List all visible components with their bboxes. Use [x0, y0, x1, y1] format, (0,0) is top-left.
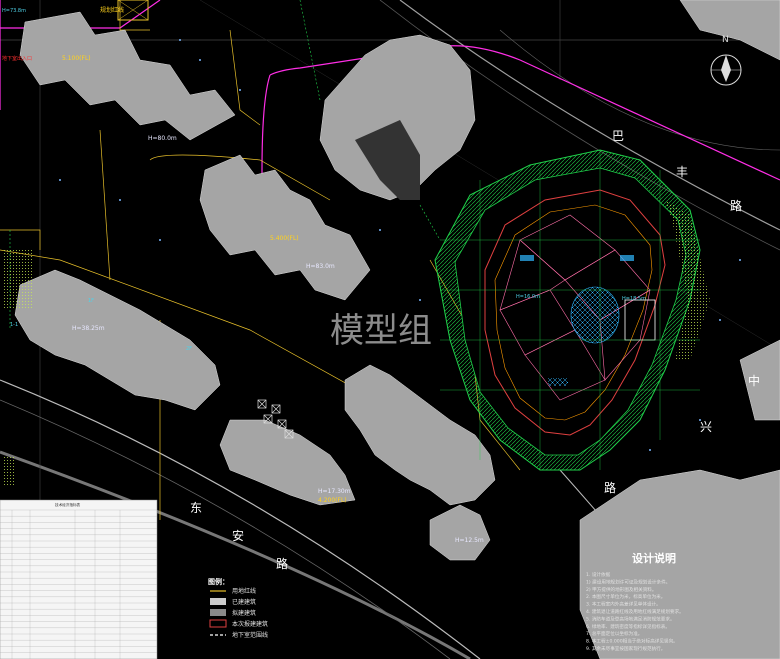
tree-clusters: [2, 250, 32, 485]
watermark: 模型组: [330, 311, 432, 351]
road-s-2: 安: [232, 528, 244, 543]
north-label: N: [722, 35, 729, 45]
legend-swatch: [210, 598, 226, 605]
note-line: 2) 甲方提供的地形图及相关资料。: [586, 586, 657, 593]
north-arrow: [710, 54, 742, 86]
tech-table-title: 技术经济指标表: [55, 502, 81, 507]
label-site-sub: H=16.0m: [516, 294, 540, 300]
legend-swatch: [209, 619, 227, 628]
building-south-tower: [429, 504, 491, 561]
label-b1-height: H=80.0m: [148, 135, 177, 142]
label-b5-height: H=12.5m: [455, 537, 484, 544]
building-top-right: [679, 0, 780, 61]
building-west: [14, 269, 221, 411]
label-b2-height: H=83.0m: [306, 263, 335, 270]
note-line: 3. 本工程室内外高差详见单体设计。: [586, 601, 661, 608]
note-line: 8. 本工程±0.000相当于绝对标高详见竖向。: [586, 638, 678, 645]
road-east-3: 路: [730, 198, 742, 213]
building-south-small: [219, 419, 356, 506]
design-notes: 设计说明 1. 设计依据 1) 建设用地规划许可证及规划设计条件。 2) 甲方提…: [586, 551, 684, 652]
label-b4-level: 4.200(FL): [318, 497, 347, 504]
label-tag-a: 1F: [88, 298, 94, 304]
label-tag-b: 2F: [186, 346, 192, 352]
note-line: 6. 绿地率、建筑密度等指标详见指标表。: [586, 623, 670, 630]
site-grid: [440, 150, 700, 470]
road-se-2: 兴: [700, 420, 712, 434]
legend-swatch: [210, 609, 226, 616]
note-line: 9. 其余未尽事宜按国家现行规范执行。: [586, 645, 665, 652]
building-se-large: [579, 469, 780, 659]
legend-item-label: 已建建筑: [232, 598, 256, 606]
label-b2-level: 5.400(FL): [270, 235, 299, 242]
road-east-2: 丰: [676, 165, 688, 179]
top-yellow-box: [117, 0, 149, 21]
note-line: 4. 建筑退让道路红线及用地红线满足规划要求。: [586, 608, 684, 615]
road-s-3: 路: [276, 556, 288, 571]
label-top-road: 5.100(FL): [62, 55, 91, 62]
label-b4-height: H=17.30m: [318, 488, 351, 495]
proposed-site: [434, 149, 701, 471]
legend-title: 图例：: [208, 577, 229, 586]
legend-item-label: 用地红线: [232, 587, 256, 595]
building-shadow: [355, 120, 420, 200]
label-site-main: H=18.5m: [622, 296, 646, 302]
road-east-1: 巴: [612, 129, 624, 143]
label-left-red: 地下室出入口: [2, 55, 32, 62]
label-top-left-level: H=73.8m: [2, 8, 26, 14]
building-south-mid: [344, 364, 496, 506]
legend-item-label: 拟建建筑: [232, 609, 256, 617]
existing-buildings: [14, 0, 780, 659]
building-central: [199, 154, 371, 301]
note-line: 2. 本图尺寸单位为米，标高单位为米。: [586, 593, 665, 600]
tech-table: 技术经济指标表: [0, 499, 158, 659]
label-b3-height: H=38.25m: [72, 325, 105, 332]
note-line: 1) 建设用地规划许可证及规划设计条件。: [586, 578, 670, 585]
note-line: 7. 总平面定位以坐标为准。: [586, 630, 642, 637]
legend-item-label: 本次报建建筑: [232, 620, 268, 628]
cross-markers: [257, 399, 294, 439]
building-ne-large: [319, 34, 476, 201]
notes-title: 设计说明: [632, 551, 676, 565]
road-s-1: 东: [190, 501, 202, 515]
note-line: 5. 消防车道及登高场地满足消防规范要求。: [586, 615, 675, 622]
survey-markers: [59, 39, 741, 451]
label-top: 规划红线: [100, 6, 124, 14]
label-site-code: 1-1: [10, 322, 18, 328]
legend-item-label: 地下室范围线: [232, 631, 268, 639]
road-se-3: 路: [604, 480, 616, 495]
building-top-left: [19, 11, 236, 141]
building-right-edge: [739, 339, 780, 421]
note-line: 1. 设计依据: [586, 571, 611, 578]
road-se-1: 中: [748, 373, 760, 388]
